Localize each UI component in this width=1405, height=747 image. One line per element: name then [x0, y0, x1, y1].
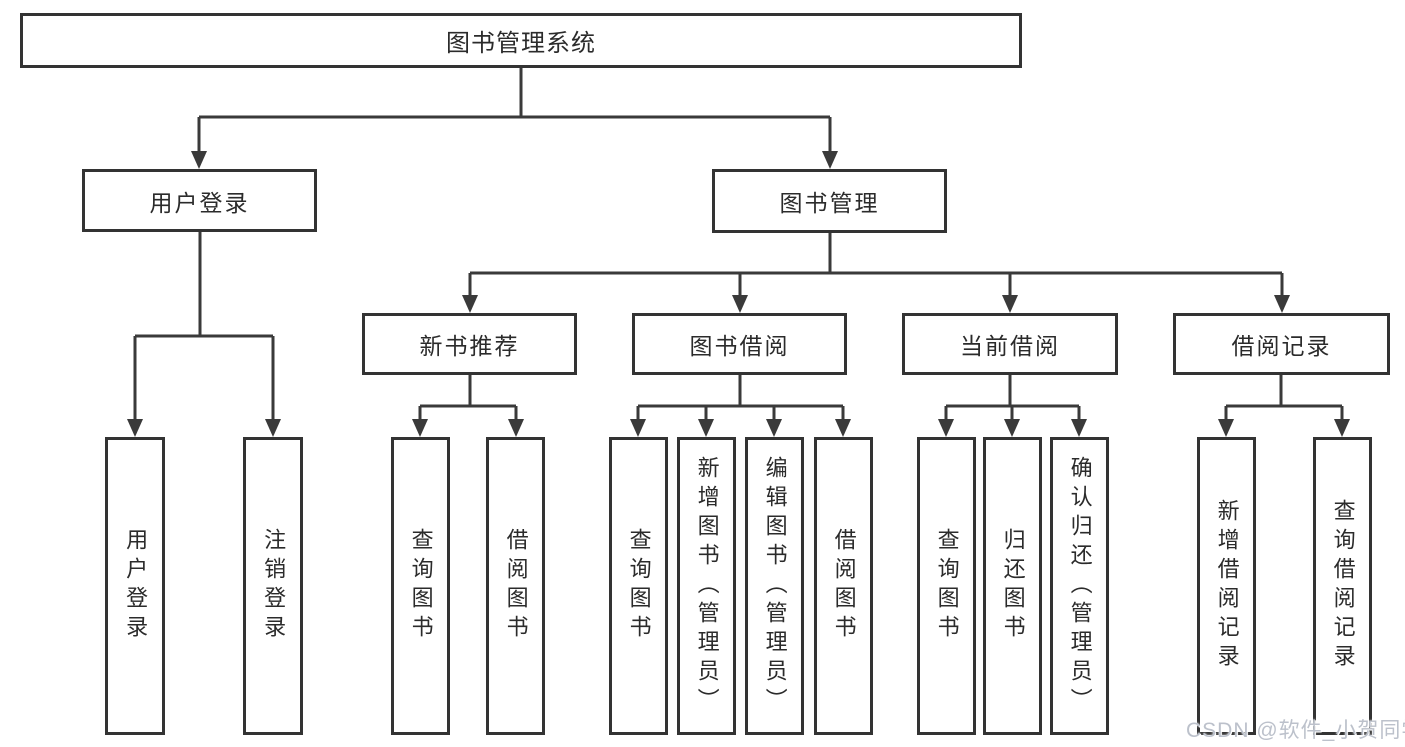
leaf-borrow-books: 借阅图书: [814, 437, 873, 735]
arrowhead: [191, 151, 207, 169]
node-label: 查询图书: [626, 528, 652, 644]
arrowhead: [508, 419, 524, 437]
arrowhead: [127, 419, 143, 437]
node-label: 查询图书: [934, 528, 960, 644]
node-label: 用户登录: [123, 528, 149, 644]
node-book-management: 图书管理: [712, 169, 947, 233]
csdn-watermark: CSDN @软件_小贺同学: [1186, 719, 1405, 742]
connector-current-borrow-children: [938, 374, 1087, 437]
leaf-logout: 注销登录: [243, 437, 303, 735]
connector-root-to-level2: [191, 68, 838, 169]
node-label: 图书管理: [779, 190, 880, 216]
node-label: 借阅记录: [1231, 333, 1332, 359]
arrowhead: [1334, 419, 1350, 437]
node-label: 图书借阅: [689, 333, 790, 359]
node-label: 归还图书: [1000, 528, 1026, 644]
leaf-query-books-borrow: 查询图书: [609, 437, 668, 735]
leaf-query-books-recommend: 查询图书: [391, 437, 450, 735]
arrowhead: [938, 419, 954, 437]
node-label: 借阅图书: [503, 528, 529, 644]
arrowhead: [766, 419, 782, 437]
arrowhead: [265, 419, 281, 437]
connector-book-management-children: [462, 233, 1290, 313]
node-current-borrow: 当前借阅: [902, 313, 1118, 375]
leaf-return-books: 归还图书: [983, 437, 1042, 735]
arrowhead: [462, 295, 478, 313]
arrowhead: [732, 295, 748, 313]
node-label: 注销登录: [261, 528, 287, 644]
connector-user-login-children: [127, 232, 281, 437]
arrowhead: [1071, 419, 1087, 437]
leaf-query-borrow-record: 查询借阅记录: [1313, 437, 1372, 735]
arrowhead: [1218, 419, 1234, 437]
leaf-add-borrow-record: 新增借阅记录: [1197, 437, 1256, 735]
leaf-query-books-current: 查询图书: [917, 437, 976, 735]
node-user-login: 用户登录: [82, 169, 317, 232]
connector-book-borrow-children: [630, 375, 851, 437]
arrowhead: [1004, 419, 1020, 437]
node-label: 借阅图书: [831, 528, 857, 644]
arrowhead: [822, 151, 838, 169]
leaf-user-login: 用户登录: [105, 437, 165, 735]
node-label: 新增图书（管理员）: [694, 455, 720, 717]
connector-borrow-record-children: [1218, 373, 1350, 437]
node-label: 新书推荐: [419, 333, 520, 359]
leaf-edit-books-admin: 编辑图书（管理员）: [745, 437, 804, 735]
node-borrow-record: 借阅记录: [1173, 313, 1390, 375]
arrowhead: [1274, 295, 1290, 313]
arrowhead: [835, 419, 851, 437]
node-book-borrow: 图书借阅: [632, 313, 847, 375]
arrowhead: [1002, 295, 1018, 313]
connector-new-book-recommend-children: [412, 375, 524, 437]
node-label: 新增借阅记录: [1214, 499, 1240, 673]
node-label: 查询图书: [408, 528, 434, 644]
arrowhead: [412, 419, 428, 437]
node-label: 查询借阅记录: [1330, 499, 1356, 673]
leaf-borrow-books-recommend: 借阅图书: [486, 437, 545, 735]
node-label: 当前借阅: [960, 333, 1060, 359]
leaf-add-books-admin: 新增图书（管理员）: [677, 437, 736, 735]
node-new-book-recommend: 新书推荐: [362, 313, 577, 375]
node-label: 用户登录: [149, 189, 250, 216]
node-root-system: 图书管理系统: [20, 13, 1022, 68]
node-label: 确认归还（管理员）: [1067, 455, 1093, 717]
arrowhead: [630, 419, 646, 437]
node-label: 图书管理系统: [446, 30, 596, 57]
node-label: 编辑图书（管理员）: [762, 455, 788, 717]
arrowhead: [698, 419, 714, 437]
leaf-confirm-return-admin: 确认归还（管理员）: [1050, 437, 1109, 735]
